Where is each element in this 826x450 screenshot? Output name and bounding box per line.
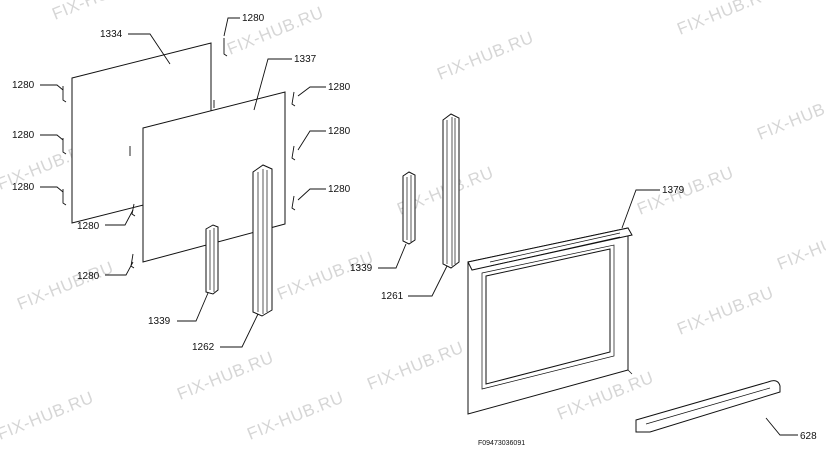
leader-line	[621, 189, 660, 229]
handle-edge	[645, 387, 771, 425]
watermark-text: FIX-HUB.RU	[754, 88, 826, 144]
watermark-text: FIX-HUB.RU	[674, 0, 776, 39]
door-profile-1262	[252, 164, 273, 317]
leader-line	[297, 130, 326, 151]
door-vent-row	[489, 236, 621, 267]
watermark-text: FIX-HUB.RU	[774, 218, 826, 274]
leader-line	[128, 33, 171, 65]
watermark-text: FIX-HUB.RU	[674, 283, 776, 339]
glass-clip	[130, 253, 135, 269]
glass-panel-1337	[142, 91, 286, 263]
door-handle-628	[635, 380, 781, 433]
label-1280: 1280	[77, 221, 100, 232]
watermark-text: FIX-HUB.RU	[14, 258, 116, 314]
label-1261: 1261	[381, 291, 404, 302]
leader-line	[40, 84, 64, 91]
label-1280: 1280	[12, 80, 35, 91]
leader-line	[223, 17, 240, 37]
label-1280: 1280	[77, 271, 100, 282]
door-window-opening	[485, 248, 611, 385]
glass-clip	[62, 189, 67, 206]
leader-line	[105, 261, 134, 276]
door-top-rail	[467, 227, 633, 271]
label-1337: 1337	[294, 54, 317, 65]
glass-clip	[291, 145, 296, 161]
leader-line	[408, 265, 448, 297]
label-1379: 1379	[662, 185, 685, 196]
leader-line	[378, 243, 407, 269]
glass-clip	[62, 86, 67, 103]
leader-line	[40, 186, 64, 193]
watermark-text: FIX-HUB.RU	[174, 348, 276, 404]
part-labels: 1334 1280 1337 1280 1280 1280 1280 1280 …	[12, 13, 817, 447]
leader-line	[253, 58, 292, 111]
profile-body	[252, 164, 273, 317]
profile-body	[402, 171, 416, 245]
watermark-text: FIX-HUB.RU	[434, 28, 536, 84]
drawing-code: F09473036091	[478, 440, 525, 447]
glass-clip	[62, 138, 67, 155]
label-1280: 1280	[12, 182, 35, 193]
label-1280: 1280	[242, 13, 265, 24]
watermark-text: FIX-HUB.RU	[244, 388, 346, 444]
glass-clip	[291, 91, 296, 107]
door-vent-row	[489, 232, 621, 263]
profile-body	[205, 224, 219, 295]
label-1339: 1339	[350, 263, 373, 274]
leader-line	[105, 209, 134, 226]
watermark-text: FIX-HUB.RU	[49, 0, 151, 24]
leader-line	[177, 292, 209, 322]
label-1334: 1334	[100, 29, 123, 40]
profile-body	[442, 113, 460, 269]
leader-line	[297, 188, 326, 201]
watermark-text: FIX-HUB.RU	[224, 3, 326, 59]
leader-line	[220, 313, 259, 348]
label-1280: 1280	[12, 130, 35, 141]
leader-line	[765, 417, 798, 436]
glass-clip	[291, 195, 296, 211]
leader-lines	[40, 17, 798, 436]
door-profile-1339-left	[205, 224, 219, 295]
watermark-text: FIX-HUB.RU	[274, 248, 376, 304]
label-1280: 1280	[328, 126, 351, 137]
watermark-text: FIX-HUB.RU	[634, 163, 736, 219]
label-1262: 1262	[192, 342, 215, 353]
door-frame-edge	[627, 369, 633, 375]
glass-clip	[223, 38, 228, 57]
watermark-text: FIX-HUB.RU	[364, 338, 466, 394]
glass-clips-1280	[62, 38, 296, 269]
glass-clip	[131, 203, 136, 217]
leader-line	[297, 86, 326, 97]
door-window-border	[481, 244, 615, 390]
watermark-text: FIX-HUB.RU	[0, 388, 96, 444]
label-628: 628	[800, 431, 817, 442]
door-profile-1339-right	[402, 171, 416, 245]
label-1280: 1280	[328, 82, 351, 93]
label-1280: 1280	[328, 184, 351, 195]
door-profile-1261	[442, 113, 460, 269]
leader-line	[40, 134, 64, 141]
outer-door-frame-1379	[467, 227, 633, 415]
label-1339: 1339	[148, 316, 171, 327]
